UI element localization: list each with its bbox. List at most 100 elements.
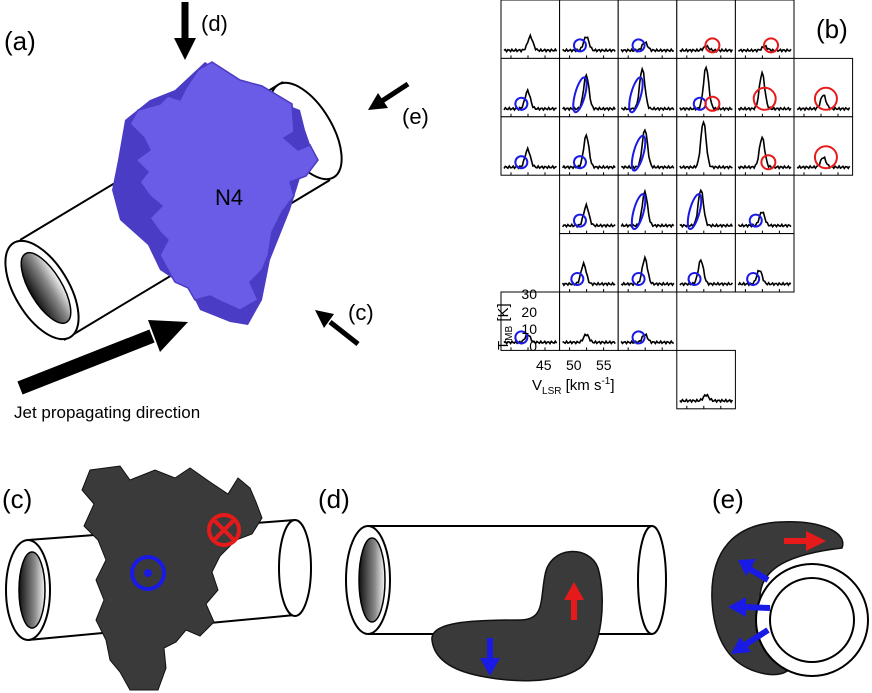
xlabel-exp: -1	[601, 376, 610, 387]
spectrum-line	[503, 145, 557, 170]
spectra-grid	[500, 0, 854, 410]
tube-cross-section	[755, 563, 869, 677]
xtick-55: 55	[596, 357, 612, 373]
xtick-50: 50	[566, 357, 582, 373]
jet-direction-label: Jet propagating direction	[14, 403, 200, 422]
spectrum-line	[620, 40, 675, 54]
red-wing-marker	[813, 145, 838, 170]
red-wing-marker	[760, 154, 777, 171]
spectrum-line	[620, 332, 674, 346]
blue-wing-marker	[686, 193, 703, 231]
panel-label-a: (a)	[4, 26, 36, 56]
spectrum-line	[561, 260, 616, 287]
blue-wing-marker	[572, 76, 588, 114]
spectrum-line	[620, 188, 675, 229]
spectrum-cell	[617, 57, 678, 118]
arrow-label-e: (e)	[402, 104, 429, 129]
ylabel-T: T	[495, 341, 512, 350]
spectra-xlabel: VLSR [km s-1]	[532, 376, 615, 397]
ytick-20: 20	[521, 304, 537, 320]
cloud-d	[431, 550, 603, 682]
xlabel-sub: LSR	[542, 386, 561, 397]
spectrum-cell	[559, 174, 619, 235]
redshift-arrow-d	[564, 582, 584, 620]
ytick-30: 30	[521, 286, 537, 302]
blue-wing-marker	[687, 272, 702, 286]
blueshift-arrow-d	[480, 638, 500, 676]
xtick-45: 45	[536, 357, 552, 373]
spectrum-line	[561, 201, 616, 229]
redshift-arrow-e	[784, 531, 826, 551]
spectrum-line	[620, 254, 675, 287]
cloud-label-n4: N4	[215, 185, 243, 210]
spectrum-line	[679, 258, 734, 287]
red-wing-marker	[752, 86, 777, 111]
spectrum-line	[503, 87, 557, 112]
red-wing-marker	[813, 86, 838, 111]
blue-wing-marker	[628, 76, 644, 114]
blueshift-arrow-e-mid	[728, 597, 771, 617]
spectrum-cell	[500, 116, 561, 176]
xlabel-end: ]	[610, 377, 614, 394]
spectrum-cell	[559, 291, 619, 351]
spectrum-line	[503, 33, 558, 54]
blue-wing-marker	[572, 155, 587, 170]
panel-label-b: (b)	[816, 14, 848, 44]
spectrum-line	[562, 333, 616, 346]
blue-wing-marker	[631, 38, 646, 53]
blueshift-arrow-e-bottom	[731, 627, 770, 654]
spectrum-cell	[500, 57, 561, 118]
blue-wing-marker	[570, 272, 585, 286]
spectrum-line	[796, 94, 851, 112]
panel-e: (e)	[711, 484, 869, 677]
blue-wing-marker	[514, 155, 529, 170]
spectrum-line	[621, 128, 675, 170]
arrow-label-d: (d)	[201, 11, 228, 36]
red-wing-marker	[763, 37, 780, 54]
spectrum-line	[796, 155, 851, 170]
spectrum-cell	[676, 174, 736, 235]
blue-wing-marker	[748, 213, 763, 228]
away-from-observer-symbol	[207, 513, 241, 547]
cloud-n4: N4	[112, 61, 319, 325]
spectrum-line	[561, 132, 616, 170]
blue-wing-marker	[514, 330, 529, 345]
spectrum-line	[503, 333, 558, 346]
ylabel-unit: [K]	[495, 303, 512, 326]
spectrum-line	[562, 36, 616, 54]
panel-b: (b) 30 20 10 0 TMB [K] 45 50 55 VLSR [km…	[495, 0, 854, 410]
spectrum-line	[679, 393, 734, 404]
spectrum-line	[737, 211, 792, 229]
blue-wing-marker	[572, 213, 587, 228]
toward-observer-symbol	[130, 555, 166, 591]
blue-wing-marker	[572, 38, 587, 53]
arrow-d: (d)	[174, 2, 228, 60]
blue-wing-marker	[631, 330, 646, 345]
ylabel-sub: MB	[504, 325, 515, 340]
ytick-10: 10	[521, 321, 537, 337]
blue-wing-marker	[630, 134, 647, 172]
red-wing-marker	[704, 95, 721, 112]
blue-wing-marker	[631, 272, 646, 286]
spectrum-line	[679, 119, 733, 170]
panel-label-e: (e)	[712, 484, 744, 514]
arrow-c: (c)	[315, 300, 374, 346]
spectrum-line	[737, 269, 792, 287]
blue-wing-marker	[630, 193, 647, 231]
xlabel-unit: [km s	[561, 377, 601, 394]
xlabel-V: V	[532, 377, 542, 394]
spectra-ylabel: TMB [K]	[495, 303, 515, 350]
tube-hole	[20, 251, 72, 325]
ytick-0: 0	[529, 338, 537, 354]
panel-d: (d)	[318, 484, 667, 682]
panel-label-d: (d)	[318, 484, 350, 514]
jet-arrow	[17, 320, 188, 395]
blue-wing-marker	[746, 272, 761, 286]
spectrum-line	[679, 65, 733, 112]
arrow-label-c: (c)	[348, 300, 374, 325]
arrow-e: (e)	[368, 81, 429, 129]
spectrum-line	[562, 72, 616, 112]
panel-label-c: (c)	[2, 484, 32, 514]
spectrum-line	[737, 135, 792, 170]
